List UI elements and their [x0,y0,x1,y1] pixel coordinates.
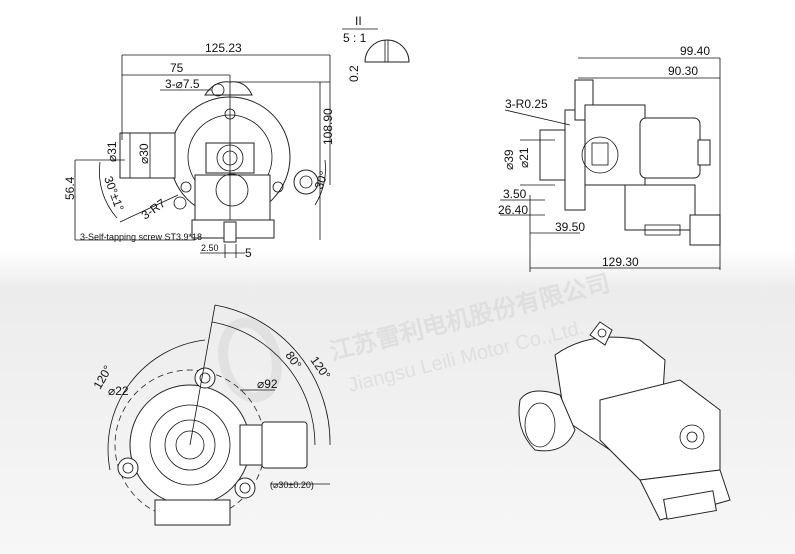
dim-overall-length: 99.40 [680,44,710,58]
detail-depth: 0.2 [347,65,361,82]
dim-outlet-outer: ⌀31 [105,141,119,162]
dim-offset-mid: 26.40 [498,203,528,217]
dim-mount-radius: 3-R7 [139,196,169,223]
dim-body-length: 90.30 [668,64,698,78]
dim-total-length: 129.30 [602,255,639,269]
side-view: 99.40 90.30 3-R0.25 ⌀39 ⌀21 3.50 26.40 3… [498,44,721,272]
dim-offset-large: 39.50 [555,220,585,234]
dim-inlet-offset: 75 [170,61,184,75]
dim-outlet-height: 56.4 [63,176,77,200]
dim-terminal-width: 5 [245,246,252,260]
dim-angle-mid: 80° [283,349,305,372]
dim-fillet: 3-R0.25 [505,97,548,111]
bottom-view: 120° 80° 120° ⌀22 ⌀92 (⌀30±0.20) [90,304,334,526]
detail-view: II 5 : 1 0.2 [342,14,410,82]
dim-outlet-dia: (⌀30±0.20) [270,480,314,490]
dim-flange-dia: ⌀92 [257,377,278,391]
dim-outlet-inner: ⌀30 [137,143,151,164]
dim-angle-right: 120° [308,354,334,383]
dim-dia-small: ⌀21 [517,147,531,168]
screw-note: 3-Self-tapping screw ST3.9*18 [80,232,202,242]
dim-dia-large: ⌀39 [502,149,516,170]
dim-inlet-dia: ⌀22 [108,384,129,398]
front-view: 125.23 75 3-⌀7.5 108.90 ⌀31 ⌀30 56.4 30°… [63,41,335,260]
dim-right-angle: 30° [312,169,331,191]
dim-mount-holes: 3-⌀7.5 [165,77,200,91]
detail-label: II [355,14,362,28]
dim-offset-small: 3.50 [503,187,527,201]
dim-overall-height: 108.90 [321,108,335,145]
dim-overall-width: 125.23 [205,41,242,55]
detail-scale: 5 : 1 [343,31,367,45]
dim-outlet-angle: 30°±1° [101,174,127,213]
dim-terminal-gap: 2.50 [201,243,219,253]
isometric-view [518,321,731,521]
